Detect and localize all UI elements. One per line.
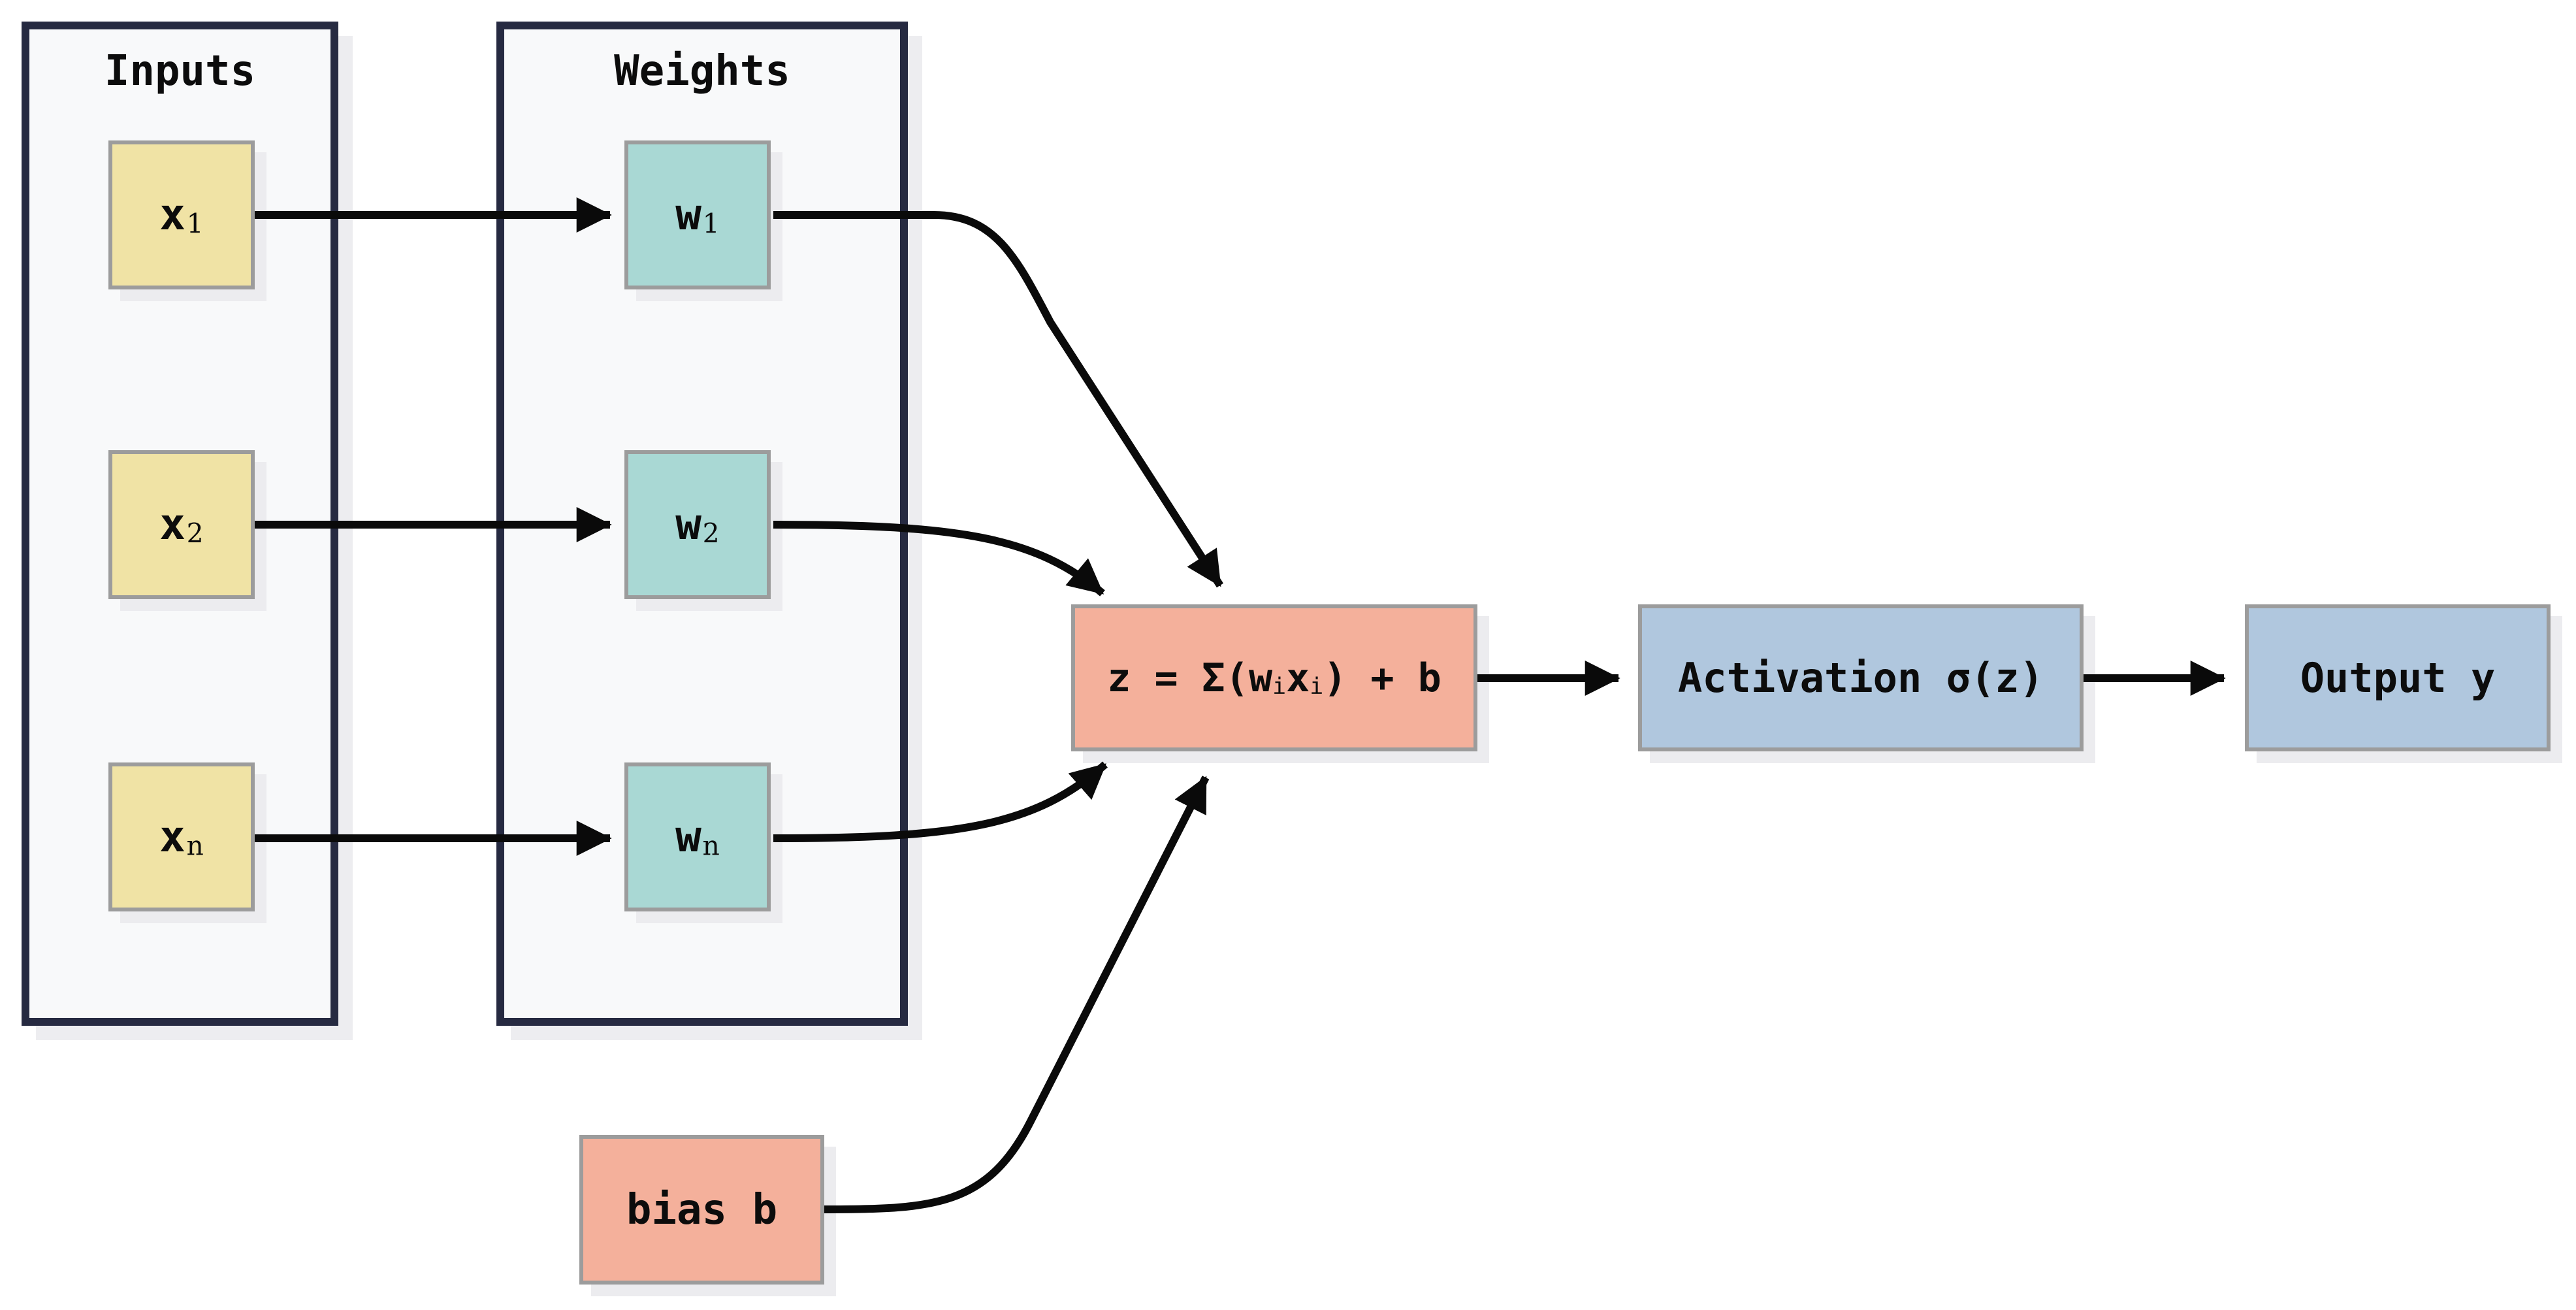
node-w2: w2 [624, 450, 771, 599]
node-w2-subscript: 2 [702, 517, 720, 549]
node-xn-subscript: n [186, 830, 204, 862]
node-w2-label: w2 [675, 499, 720, 549]
weights-title: Weights [614, 47, 790, 95]
node-sum-label: z = Σ(wixi) + b [1107, 655, 1441, 701]
node-bias-label: bias b [626, 1185, 778, 1234]
node-wn-label: wn [675, 811, 720, 862]
sum-subscript-i2: i [1310, 673, 1324, 700]
node-xn: xn [108, 762, 255, 911]
node-x1-label: x1 [159, 189, 204, 240]
node-bias: bias b [579, 1135, 824, 1285]
node-wn: wn [624, 762, 771, 911]
node-x2-label: x2 [159, 499, 204, 549]
node-output-label: Output y [2300, 653, 2496, 702]
node-w1: w1 [624, 140, 771, 289]
node-w1-subscript: 1 [702, 208, 720, 240]
node-sum: z = Σ(wixi) + b [1071, 604, 1477, 751]
sum-subscript-i1: i [1272, 673, 1287, 700]
inputs-title: Inputs [104, 47, 256, 95]
node-x1-subscript: 1 [186, 208, 204, 240]
node-x2-subscript: 2 [186, 517, 204, 549]
node-activation-label: Activation σ(z) [1678, 653, 2044, 702]
node-activation: Activation σ(z) [1638, 604, 2084, 751]
node-xn-label: xn [159, 811, 204, 862]
node-w1-label: w1 [675, 189, 720, 240]
node-x1: x1 [108, 140, 255, 289]
node-x2: x2 [108, 450, 255, 599]
node-output: Output y [2245, 604, 2551, 751]
node-wn-subscript: n [702, 830, 720, 862]
